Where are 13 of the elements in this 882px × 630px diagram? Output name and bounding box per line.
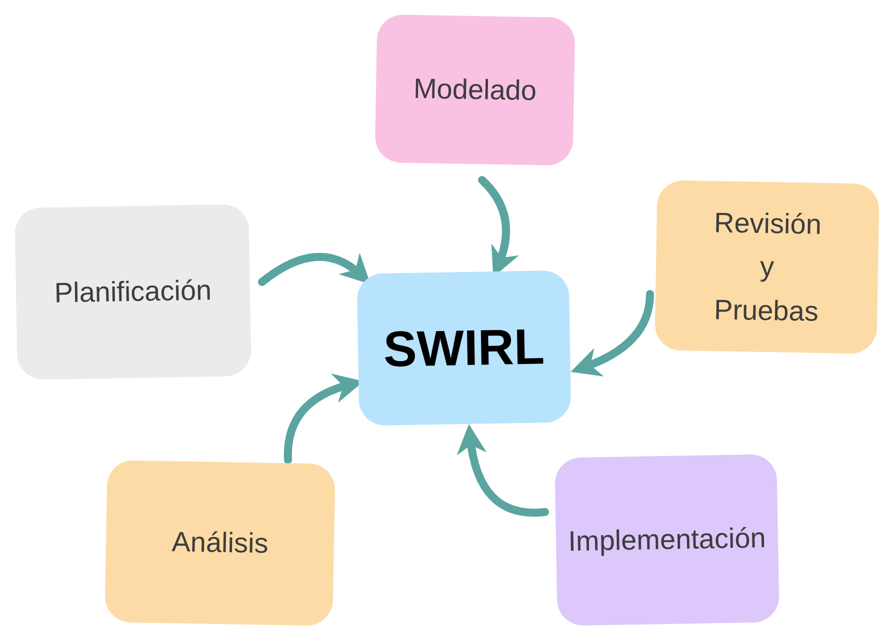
- curved-arrow: [570, 290, 654, 376]
- curved-arrow: [457, 424, 549, 517]
- sticky-note: [356, 270, 572, 426]
- node-label: Modelado: [413, 72, 537, 108]
- sticky-note: [654, 180, 880, 354]
- sticky-note: [374, 14, 576, 166]
- node-label: SWIRL: [382, 317, 546, 379]
- node-label: Análisis: [171, 525, 269, 561]
- sticky-note: [554, 454, 780, 626]
- sticky-note: [104, 460, 336, 626]
- node-label: Implementación: [568, 521, 766, 559]
- node-label: Revisión y Pruebas: [712, 206, 823, 329]
- node-label: Planificación: [54, 274, 212, 310]
